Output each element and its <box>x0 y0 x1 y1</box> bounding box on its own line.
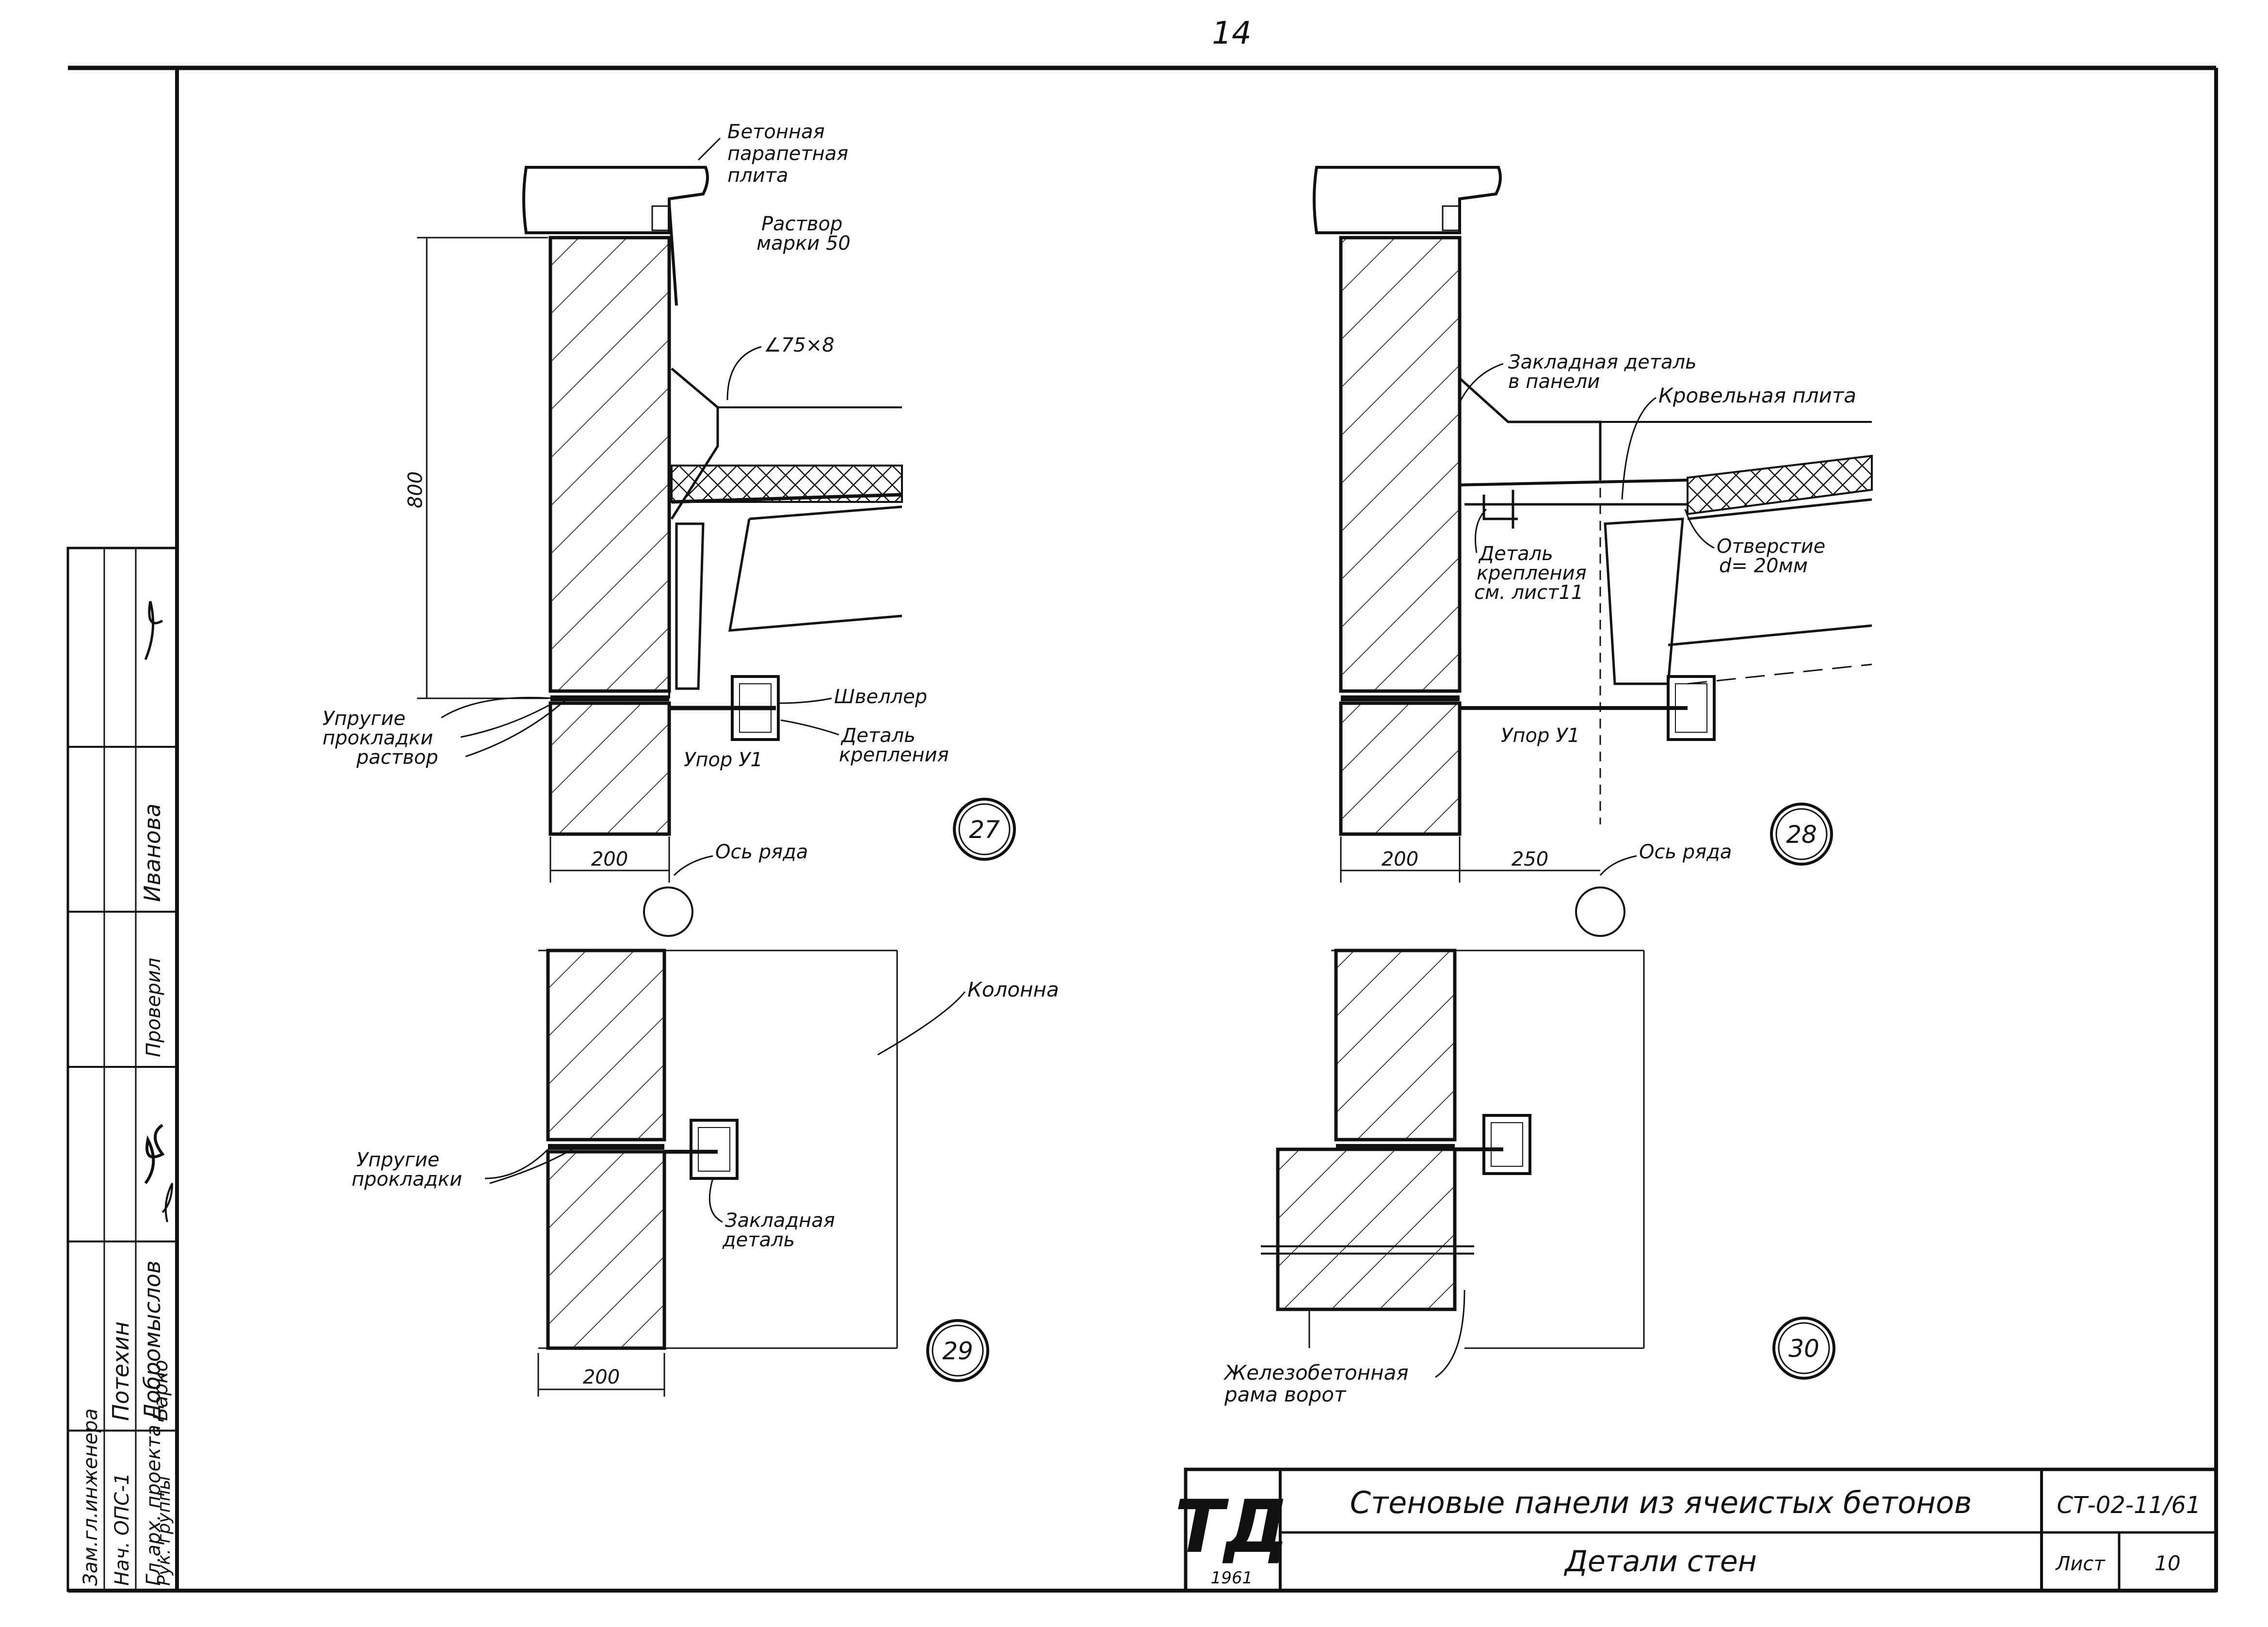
label-stop-28: Упор У1 <box>1501 725 1580 747</box>
wall-panel-27-lower <box>548 701 671 836</box>
label-axis-28: Ось ряда <box>1639 841 1732 863</box>
project-code: СТ-02-11/61 <box>2057 1492 2201 1519</box>
axis-marker-27 <box>643 886 693 937</box>
label-frame-30-a: Железобетонная <box>1223 1361 1409 1385</box>
stamp-role-1: Зам.гл.инженера <box>80 1408 102 1586</box>
label-elastic-29-b: прокладки <box>352 1168 462 1191</box>
label-channel-27: Швеллер <box>834 686 927 708</box>
label-parapet-27-c: плита <box>727 164 788 187</box>
label-parapet-27-a: Бетонная <box>727 121 825 143</box>
label-embedded-29-b: деталь <box>722 1229 795 1251</box>
sheet-title: Детали стен <box>1563 1545 1757 1579</box>
detail-27: 800 Бетонная парапетная плита Раствор ма… <box>322 121 1016 937</box>
detail-number-30: 30 <box>1788 1335 1819 1363</box>
dim-250-28: 250 <box>1512 848 1548 870</box>
stamp-name-1: Потехин <box>108 1321 134 1421</box>
label-fastening-28-a: Деталь <box>1478 543 1553 565</box>
detail-30: Железобетонная рама ворот 30 <box>1223 949 1835 1406</box>
channel-27 <box>731 675 780 741</box>
detail-number-29: 29 <box>942 1337 973 1365</box>
dim-200-29: 200 <box>583 1366 620 1388</box>
insulation-28 <box>1687 454 1873 515</box>
label-column-29: Колонна <box>967 978 1059 1001</box>
page-number: 14 <box>1212 16 1251 51</box>
detail-28: Закладная деталь в панели Кровельная пли… <box>1313 166 1873 937</box>
label-elastic-29-a: Упругие <box>356 1149 439 1171</box>
side-stamp: Зам.гл.инженера Нач. ОПС-1 Гл.арх. проек… <box>66 547 178 1592</box>
label-fastening-28-c: см. лист11 <box>1474 581 1583 604</box>
wall-panel-30 <box>1334 949 1457 1142</box>
label-angle-27: ∠75×8 <box>764 334 835 356</box>
label-embedded-28-a: Закладная деталь <box>1508 351 1697 373</box>
wall-panel-29-lower <box>546 1150 666 1350</box>
label-embedded-28-b: в панели <box>1508 371 1600 393</box>
detail-number-28: 28 <box>1786 821 1817 849</box>
label-axis-27: Ось ряда <box>715 841 808 863</box>
label-mortar-27-b: марки 50 <box>756 232 851 255</box>
channel-28 <box>1667 675 1716 741</box>
label-fastening-27-a: Деталь <box>840 725 916 747</box>
axis-marker-28 <box>1575 886 1625 937</box>
label-roof-28: Кровельная плита <box>1658 384 1856 407</box>
stamp-role-3: Гл.арх. проекта <box>143 1425 165 1586</box>
sheet-label: Лист <box>2055 1553 2106 1575</box>
title-year: 1961 <box>1211 1568 1253 1588</box>
stamp-role-4: Рук. группы <box>154 1476 174 1586</box>
parapet-slab-28 <box>1313 166 1502 234</box>
wall-panel-29-upper <box>546 949 666 1142</box>
roof-rib-27 <box>675 505 902 690</box>
label-fastening-28-b: крепления <box>1477 562 1587 584</box>
label-embedded-29-a: Закладная <box>725 1209 835 1232</box>
project-title: Стеновые панели из ячеистых бетонов <box>1350 1485 1972 1520</box>
embedded-part-30 <box>1482 1114 1531 1175</box>
detail-29: Колонна Упругие прокладки Закладная дета… <box>352 949 1059 1397</box>
detail-number-27: 27 <box>969 816 1000 844</box>
gate-frame-30 <box>1276 1147 1457 1311</box>
wall-panel-28-upper <box>1339 236 1462 693</box>
stamp-name-4: Иванова <box>139 804 165 902</box>
label-elastic-27-c: раствор <box>356 746 438 769</box>
label-elastic-27-a: Упругие <box>322 708 405 730</box>
stamp-name-3: Барко <box>150 1360 172 1421</box>
label-hole-28-b: d= 20мм <box>1719 555 1808 577</box>
parapet-slab-27 <box>522 166 709 234</box>
label-mortar-27-a: Раствор <box>761 213 842 235</box>
wall-panel-27-upper <box>548 236 671 693</box>
label-parapet-27-b: парапетная <box>727 143 848 165</box>
dim-200-28: 200 <box>1382 848 1418 870</box>
logo-td: ТД <box>1174 1485 1289 1569</box>
embedded-part-29 <box>690 1119 739 1180</box>
dim-800-27: 800 <box>404 471 427 508</box>
dim-200-27: 200 <box>591 848 628 870</box>
wall-panel-28-lower <box>1339 701 1462 836</box>
label-hole-28-a: Отверстие <box>1717 535 1825 558</box>
roof-slab-28 <box>1604 498 1872 685</box>
stamp-role-checked: Проверил <box>143 958 165 1057</box>
stamp-name-2: Добромыслов <box>139 1260 165 1422</box>
label-elastic-27-b: прокладки <box>322 727 433 749</box>
stamp-role-2: Нач. ОПС-1 <box>111 1473 133 1586</box>
label-frame-30-b: рама ворот <box>1224 1383 1347 1406</box>
title-block: ТД 1961 Стеновые панели из ячеистых бето… <box>1174 1467 2218 1593</box>
sheet-frame <box>68 65 2218 1593</box>
label-stop-27: Упор У1 <box>684 749 763 771</box>
stamp-signatures <box>144 601 173 1223</box>
label-fastening-27-b: крепления <box>839 744 949 766</box>
sheet-number: 10 <box>2155 1551 2180 1575</box>
